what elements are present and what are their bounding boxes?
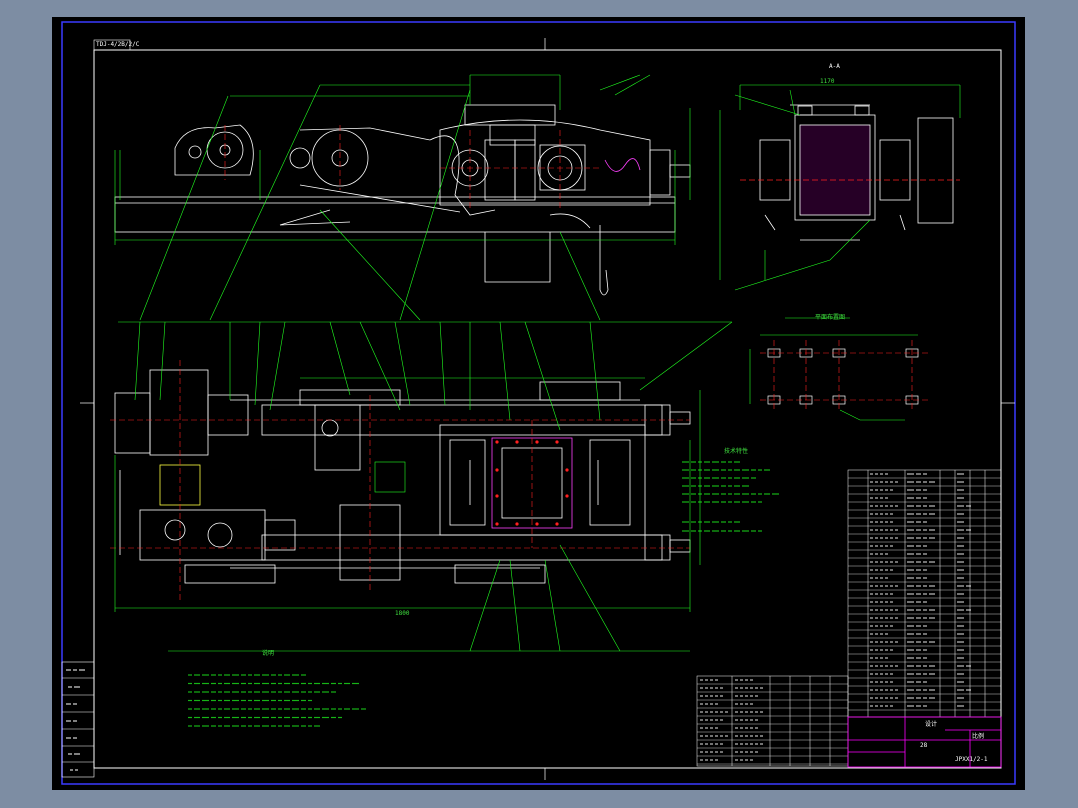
dimension-1170: 1170 [820,78,835,85]
front-dimensions [114,74,691,321]
drawing-area [52,17,1025,790]
parts-list-text-illegible [700,473,971,761]
parts-list-table [847,469,1002,718]
foundation-title: 平面布置图 [815,314,846,321]
tech-spec-title: 技术特性 [724,448,749,455]
side-view [740,104,960,241]
dimension-1800: 1800 [395,610,410,617]
title-block [847,716,1002,768]
parts-list-lower-rows [697,683,848,765]
section-label: A-A [829,63,840,70]
front-elevation [114,104,691,296]
notes-title: 说明 [262,650,275,657]
plan-dimensions [114,321,733,652]
part-callout-rows [118,321,732,652]
parts-list-rows [848,477,1001,711]
bolt-holes [495,440,569,526]
left-strip-text-illegible [66,669,85,771]
tech-spec-text-illegible [682,461,779,532]
left-stamp-strip [61,661,95,778]
title-design: 设计 [925,721,938,728]
title-scale: 比例 [972,733,985,740]
drawing-number: JPXX1/2-1 [955,756,988,763]
side-dimensions [719,84,961,291]
notes-text-illegible [188,674,366,727]
parts-list-lower [696,675,849,767]
corner-tag: TDJ-4/2B/2/C [96,41,140,48]
part-count: 28 [920,742,928,749]
sheet-border-inner [93,49,1002,769]
